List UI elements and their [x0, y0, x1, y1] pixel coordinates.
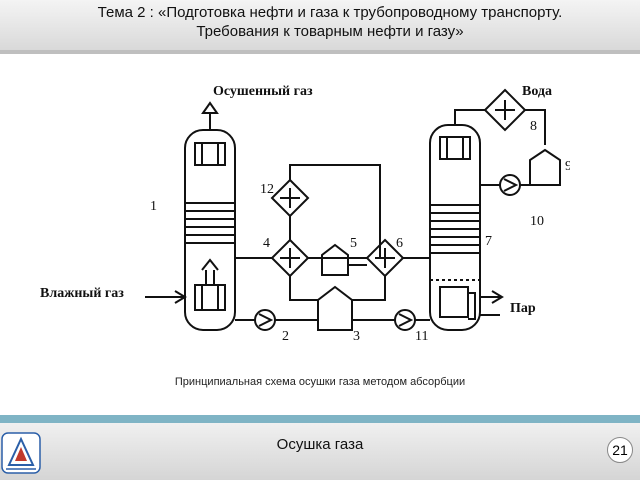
- callout-9: 9: [565, 159, 570, 174]
- page-number-badge: 21: [607, 437, 633, 463]
- absorption-scheme-diagram: Осушенный газ Вода Влажный газ Пар 1 2 3…: [40, 84, 570, 344]
- callout-8: 8: [530, 119, 537, 134]
- callout-2: 2: [282, 329, 289, 344]
- label-dried-gas: Осушенный газ: [213, 84, 313, 99]
- callout-11: 11: [415, 329, 428, 344]
- callout-5: 5: [350, 236, 357, 251]
- slide-title: Тема 2 : «Подготовка нефти и газа к труб…: [40, 3, 620, 41]
- callout-3: 3: [353, 329, 360, 344]
- slide-title-line2: Требования к товарным нефти и газу»: [196, 23, 464, 40]
- callout-1: 1: [150, 199, 157, 214]
- absorber-column: [184, 129, 236, 331]
- callout-12: 12: [260, 182, 274, 197]
- callout-10: 10: [530, 214, 544, 229]
- callout-7: 7: [485, 234, 492, 249]
- footer-title: Осушка газа: [276, 436, 364, 453]
- callout-4: 4: [263, 236, 270, 251]
- figure-caption: Принципиальная схема осушки газа методом…: [174, 376, 466, 388]
- label-water: Вода: [522, 84, 552, 99]
- slide-title-line1: Тема 2 : «Подготовка нефти и газа к труб…: [97, 4, 563, 21]
- slide-header: Тема 2 : «Подготовка нефти и газа к труб…: [0, 0, 640, 50]
- label-wet-gas: Влажный газ: [40, 286, 124, 301]
- label-steam: Пар: [510, 301, 536, 316]
- slide-footer: Осушка газа 21: [0, 423, 640, 480]
- desorber-column: [429, 124, 481, 331]
- header-separator: [0, 50, 640, 54]
- callout-6: 6: [396, 236, 403, 251]
- university-logo-icon: [1, 432, 41, 474]
- footer-accent-strip: [0, 415, 640, 423]
